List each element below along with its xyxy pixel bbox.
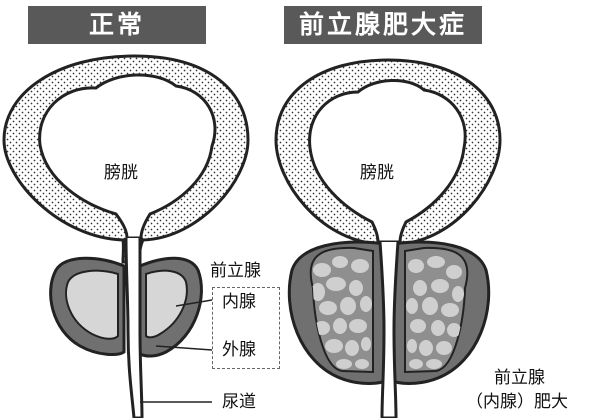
leader-inner-gland <box>175 299 213 307</box>
bph-enlarged-label: （内腺）肥大 <box>466 392 568 412</box>
normal-title: 正常 <box>88 10 145 39</box>
normal-inner-gland-left <box>65 269 119 340</box>
prostate-label: 前立腺 <box>210 261 261 281</box>
gland-label-box <box>212 287 280 369</box>
outer-gland-label: 外腺 <box>222 340 256 360</box>
normal-urethra <box>124 237 144 418</box>
normal-bladder-label: 膀胱 <box>104 163 138 183</box>
bph-bladder-lumen <box>308 78 467 244</box>
inner-gland-label: 内腺 <box>222 292 256 312</box>
normal-bladder-lumen <box>38 73 217 240</box>
leader-outer-gland <box>155 345 213 351</box>
bph-title: 前立腺肥大症 <box>298 10 467 39</box>
bph-bladder-label: 膀胱 <box>360 163 394 183</box>
bph-nodules-right <box>406 256 464 369</box>
bph-prostate-label: 前立腺 <box>494 368 545 388</box>
bph-urethra <box>378 241 400 418</box>
urethra-label: 尿道 <box>222 392 256 412</box>
bph-title-tag: 前立腺肥大症 <box>284 6 482 44</box>
normal-title-tag: 正常 <box>28 6 206 44</box>
normal-inner-gland-right <box>145 269 188 339</box>
